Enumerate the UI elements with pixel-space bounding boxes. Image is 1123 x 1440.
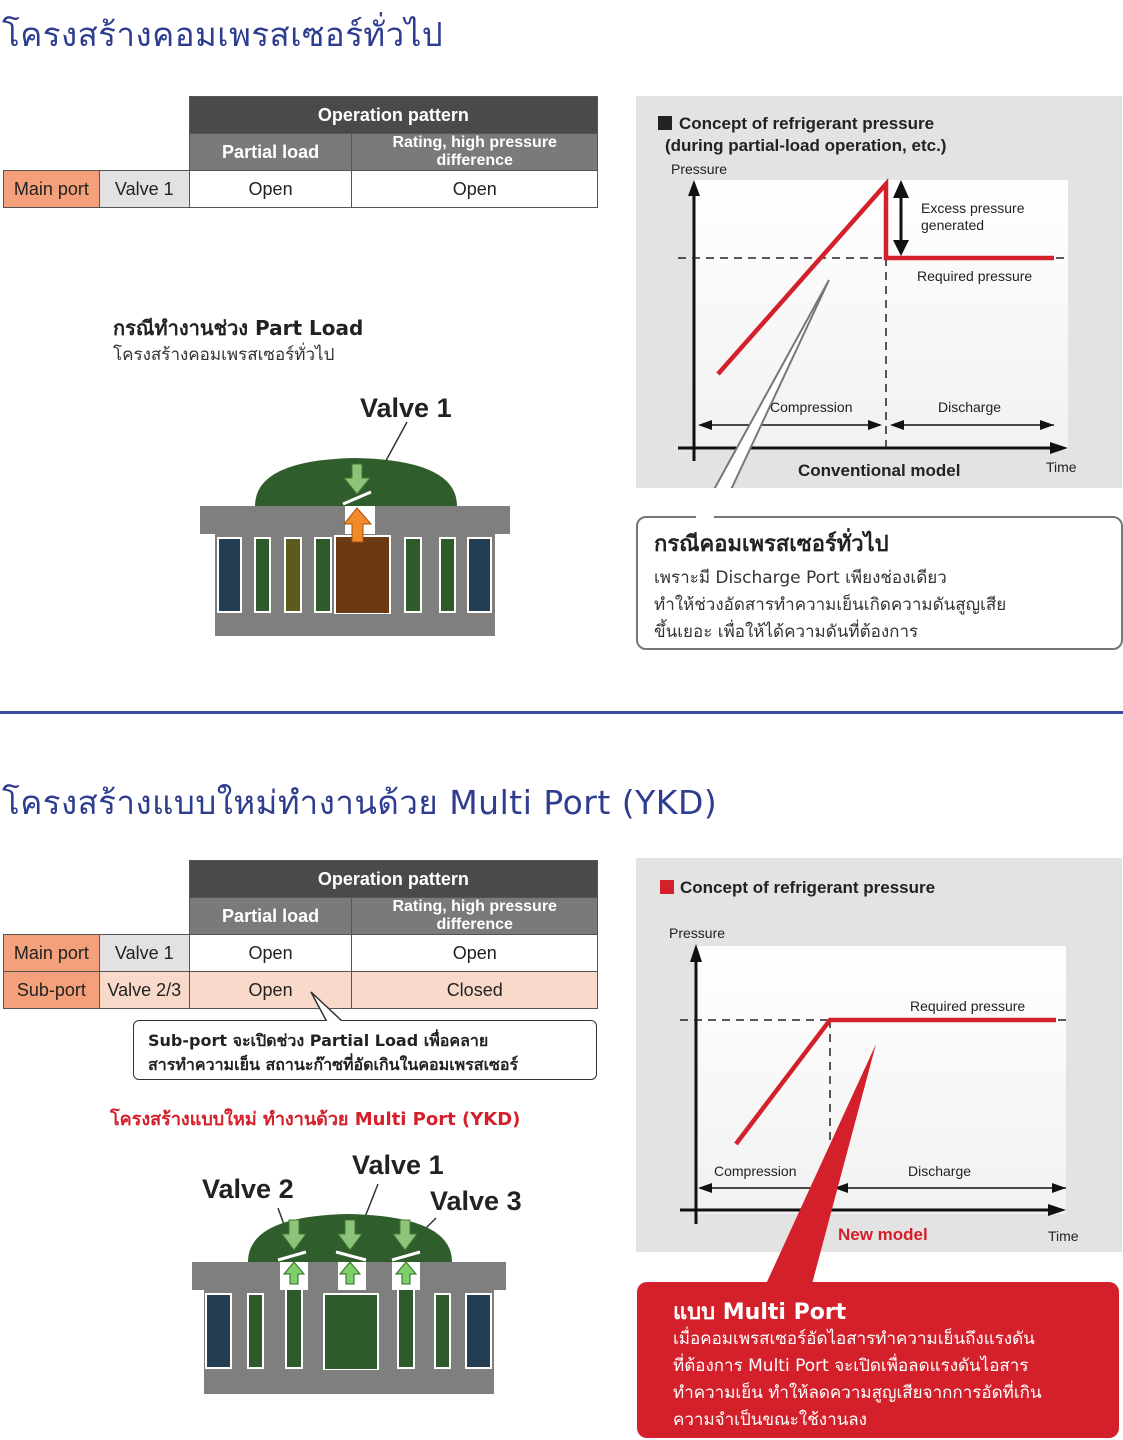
x-axis-label: Time [1046,459,1077,475]
phase-discharge-label: Discharge [908,1163,971,1179]
gas-arrow-down-icon [281,1219,307,1251]
callout-line: ทำให้ช่วงอัดสารทำความเย็นเกิดความดันสูญเ… [654,595,1007,615]
compression-right-arrow-icon [868,420,882,430]
pressure-chart-new: Concept of refrigerant pressure Pressure… [660,878,1079,1284]
discharge-arrow-up-icon [282,1261,306,1285]
table-header-rating: Rating, high pressure difference [351,133,598,171]
y-axis-label: Pressure [669,925,725,941]
legend-square [660,880,674,894]
gas-arrow-down-icon [337,1219,363,1251]
note-line: Sub-port จะเปิดช่วง Partial Load เพื่อคล… [148,1031,489,1050]
callout-conventional: กรณีคอมเพรสเซอร์ทั่วไป เพราะมี Discharge… [636,516,1123,650]
discharge-arrow-up-icon [342,507,373,543]
model-label-conventional: Conventional model [798,461,960,480]
operation-table-1: Operation pattern Partial load Rating, h… [3,96,599,208]
excess-arrow-down-icon [893,240,909,256]
model-label-new: New model [838,1225,928,1244]
table-header-operation-pattern: Operation pattern [188,860,599,898]
rating-cell: Open [351,170,598,208]
required-pressure-label: Required pressure [910,998,1025,1014]
discharge-left-arrow-icon [890,420,904,430]
valve2-label: Valve 2 [202,1174,294,1204]
excess-label-1: Excess pressure [921,200,1025,216]
callout-line: เมื่อคอมเพรสเซอร์อัดไอสารทำความเย็นถึงแร… [673,1329,1035,1349]
table-header-partial-load: Partial load [188,133,353,171]
discharge-left-arrow-icon [834,1183,848,1193]
port-cell: Main port [3,170,100,208]
x-axis-arrow-icon [1048,1204,1066,1216]
port-cell: Main port [3,934,100,972]
callout-title: แบบ Multi Port [673,1300,847,1325]
x-axis-label: Time [1048,1228,1079,1244]
compression-left-arrow-icon [698,1183,712,1193]
pressure-curve-conventional [716,178,1054,376]
partial-cell: Open [188,934,353,972]
table-header-partial-load: Partial load [188,897,353,935]
gas-arrow-down-icon [392,1219,418,1251]
section-divider [0,711,1123,714]
caption-conventional-structure: โครงสร้างคอมเพรสเซอร์ทั่วไป [113,345,335,365]
compression-left-arrow-icon [698,420,712,430]
valve1-label: Valve 1 [360,393,452,423]
compressor-diagram-multiport [192,1183,506,1394]
pressure-curve-new [734,1017,1056,1146]
valve-cell: Valve 2/3 [98,971,190,1009]
discharge-right-arrow-icon [1052,1183,1066,1193]
valve1-label: Valve 1 [352,1150,444,1180]
table-header-rating: Rating, high pressure difference [351,897,598,935]
excess-arrow-up-icon [893,180,909,198]
chart-title-line2: (during partial-load operation, etc.) [665,136,946,155]
section1-title: โครงสร้างคอมเพรสเซอร์ทั่วไป [2,15,444,54]
port-cell: Sub-port [3,971,100,1009]
phase-compression-label: Compression [714,1163,796,1179]
partial-cell: Open [188,170,353,208]
chart-title-line1: Concept of refrigerant pressure [679,114,934,133]
required-pressure-label: Required pressure [917,268,1032,284]
phase-discharge-label: Discharge [938,399,1001,415]
callout-line: เพราะมี Discharge Port เพียงช่องเดียว [654,568,947,588]
callout-pointer-red [766,1044,876,1284]
callout-line: ความจำเป็นขณะใช้งานลง [673,1410,867,1430]
pressure-chart-conventional: Concept of refrigerant pressure (during … [658,114,1077,488]
table-row: Main port Valve 1 Open Open [3,934,598,972]
callout-line: ขึ้นเยอะ เพื่อให้ได้ความดันที่ต้องการ [654,622,919,642]
legend-square [658,116,672,130]
y-axis-arrow-icon [688,180,700,196]
subport-note: Sub-port จะเปิดช่วง Partial Load เพื่อคล… [133,1020,597,1080]
partial-cell: Open [188,971,353,1009]
discharge-arrow-up-icon [394,1261,418,1285]
note-pointer [310,991,345,1024]
section2-title: โครงสร้างแบบใหม่ทำงานด้วย Multi Port (YK… [2,783,718,822]
table-header-operation-pattern: Operation pattern [188,96,599,134]
gas-arrow-down-icon [342,463,372,495]
table-row: Sub-port Valve 2/3 Open Closed [3,971,598,1009]
callout-multiport: แบบ Multi Port เมื่อคอมเพรสเซอร์อัดไอสาร… [637,1282,1119,1438]
discharge-right-arrow-icon [1040,420,1054,430]
callout-line: ที่ต้องการ Multi Port จะเปิดเพื่อลดแรงดั… [673,1356,1029,1376]
valve-cell: Valve 1 [98,170,190,208]
operation-table-2: Operation pattern Partial load Rating, h… [3,860,599,1009]
chart-title: Concept of refrigerant pressure [680,878,935,897]
callout-line: ทำความเย็น ทำให้ลดความสูญเสียจากการอัดที… [673,1383,1042,1403]
valve-cell: Valve 1 [98,934,190,972]
note-line: สารทำความเย็น สถานะก๊าซที่อัดเกินในคอมเพ… [148,1055,519,1074]
excess-label-2: generated [921,217,984,233]
compressor-diagram-conventional [200,421,510,636]
callout-title: กรณีคอมเพรสเซอร์ทั่วไป [654,532,889,557]
y-axis-label: Pressure [671,161,727,177]
discharge-arrow-up-icon [338,1261,362,1285]
table-row: Main port Valve 1 Open Open [3,170,598,208]
phase-compression-label: Compression [770,399,852,415]
rating-cell: Closed [351,971,598,1009]
y-axis-arrow-icon [690,944,702,962]
rating-cell: Open [351,934,598,972]
caption-part-load: กรณีทำงานช่วง Part Load [113,316,364,340]
caption-new-structure: โครงสร้างแบบใหม่ ทำงานด้วย Multi Port (Y… [110,1109,521,1130]
x-axis-arrow-icon [1050,442,1068,454]
valve3-label: Valve 3 [430,1186,522,1216]
